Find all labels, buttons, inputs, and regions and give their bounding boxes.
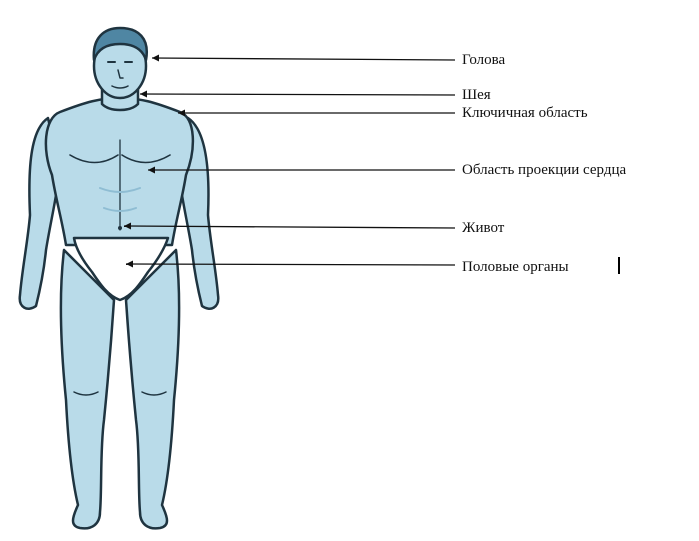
arrowhead-neck: [140, 91, 147, 98]
leader-line-head: [152, 58, 455, 60]
arrowhead-clavicle: [178, 110, 185, 117]
label-neck: Шея: [462, 86, 491, 104]
arrowhead-genitals: [126, 261, 133, 268]
text-cursor: [618, 257, 620, 274]
leader-line-genitals: [126, 264, 455, 265]
arrowhead-heart: [148, 167, 155, 174]
label-abdomen: Живот: [462, 219, 504, 237]
arrowhead-head: [152, 55, 159, 62]
label-clavicle: Ключичная область: [462, 104, 588, 122]
label-head: Голова: [462, 51, 505, 69]
arrowhead-abdomen: [124, 223, 131, 230]
label-genitals: Половые органы: [462, 258, 569, 276]
leader-line-neck: [140, 94, 455, 95]
label-heart: Область проекции сердца: [462, 161, 626, 179]
leader-line-abdomen: [124, 226, 455, 228]
